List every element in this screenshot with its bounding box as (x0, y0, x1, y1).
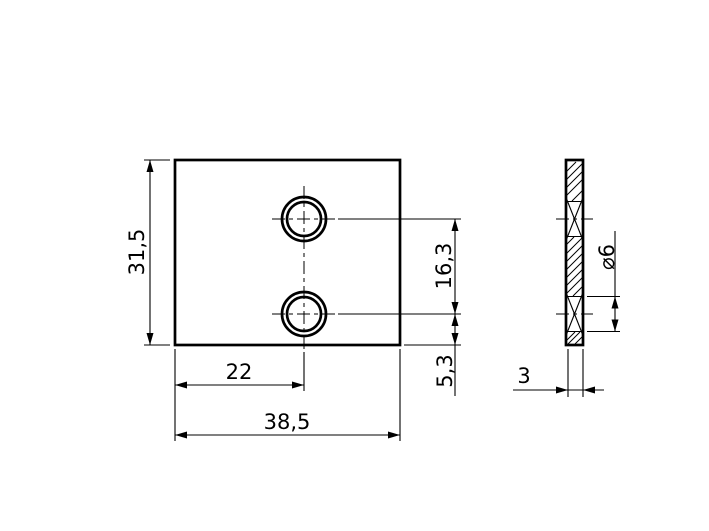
dim-plate-thickness: 3 (513, 349, 604, 397)
section-hole-edges (566, 200, 583, 333)
dim-plate-height-label: 31,5 (125, 229, 149, 276)
dim-plate-width-label: 38,5 (264, 410, 311, 434)
dim-hole-diameter-label: ⌀6 (595, 244, 619, 270)
dim-hole-offset-bottom-label: 5,3 (433, 354, 457, 387)
plate-outline (173, 158, 402, 347)
dim-hole-offset-left-label: 22 (226, 360, 253, 384)
dim-hole-spacing: 16,3 (338, 218, 461, 315)
dim-hole-offset-left: 22 (174, 349, 305, 441)
section-hatching (565, 161, 584, 345)
dim-plate-thickness-label: 3 (517, 364, 530, 388)
front-view (173, 158, 402, 350)
section-hole-chamfer-marks (565, 197, 584, 336)
dim-plate-width: 38,5 (175, 349, 401, 441)
dim-hole-spacing-label: 16,3 (432, 243, 456, 290)
dim-hole-diameter: ⌀6 (587, 231, 620, 333)
section-outline (564, 158, 585, 347)
dim-hole-offset-bottom: 5,3 (404, 314, 461, 396)
side-section-view (556, 158, 593, 347)
dim-plate-height: 31,5 (125, 159, 170, 346)
